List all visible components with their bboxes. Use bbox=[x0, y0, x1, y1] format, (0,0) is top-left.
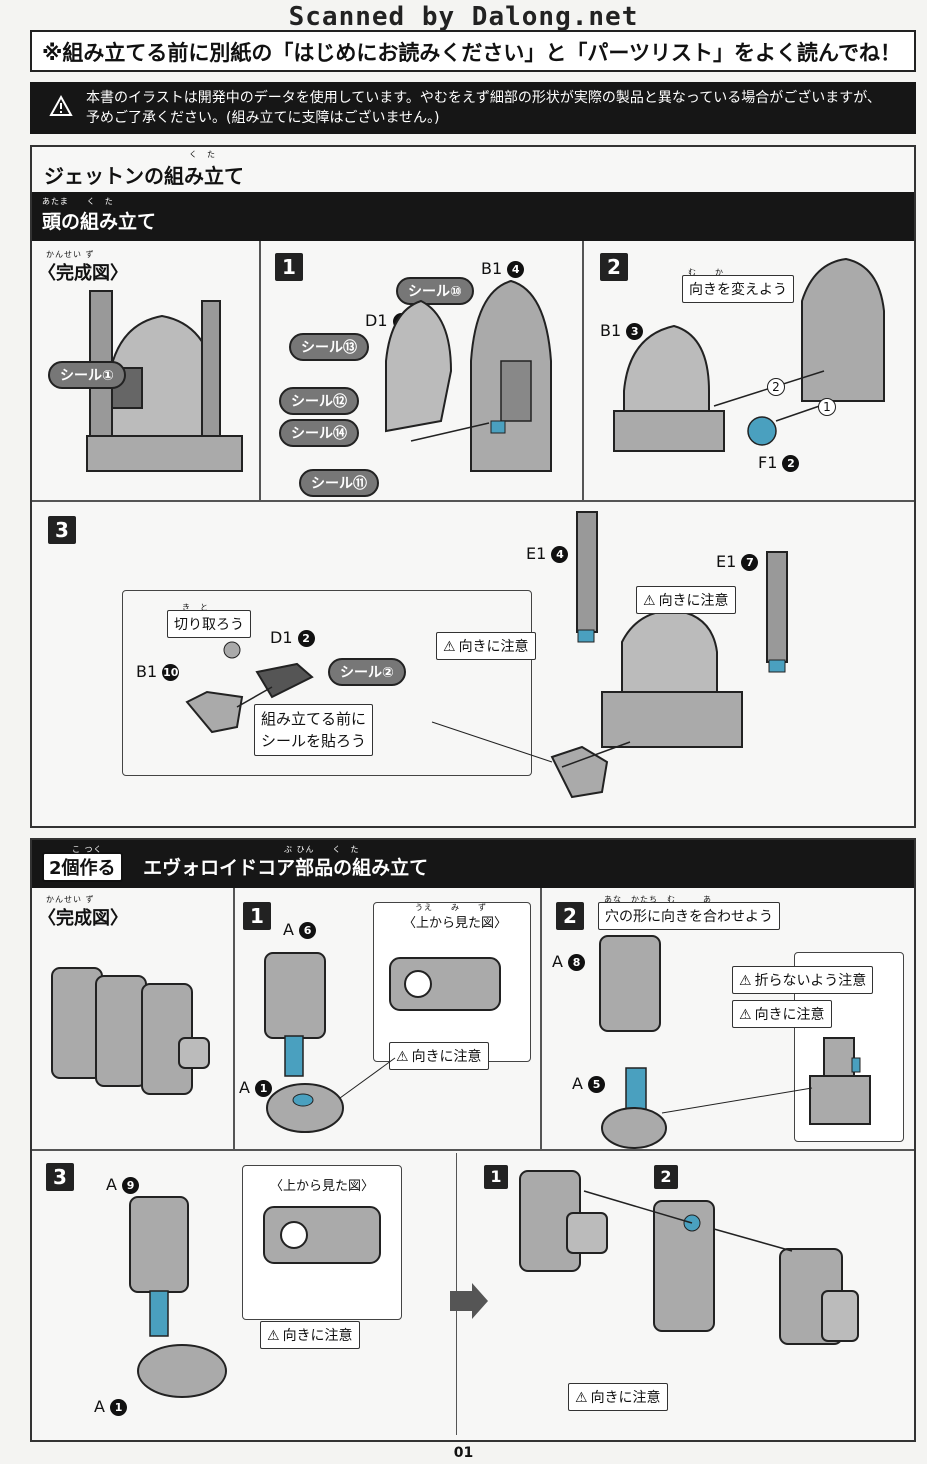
next-arrow-icon bbox=[450, 1283, 488, 1319]
completed-label: 〈完成図〉 bbox=[38, 908, 128, 929]
part-a5: A 5 bbox=[572, 1074, 606, 1093]
step-number: 2 bbox=[556, 902, 584, 930]
top-view-label: 〈上から見た図〉 bbox=[403, 916, 508, 931]
part-a9: A 9 bbox=[106, 1175, 140, 1194]
caution-orientation: 向きに注意 bbox=[260, 1321, 360, 1349]
cut-note: 切り取ろう bbox=[167, 610, 251, 638]
section-title: ジェットンの組み立て bbox=[44, 164, 244, 188]
section2-title-ruby: ぶ ひん く た bbox=[284, 845, 360, 854]
step3-detail-box bbox=[122, 590, 532, 776]
part-e1-a: E1 4 bbox=[526, 544, 569, 563]
step2-core-illustration bbox=[599, 935, 871, 1149]
badge-ruby: こ つく bbox=[72, 845, 103, 854]
part-b1: B1 10 bbox=[136, 662, 180, 681]
caution-orientation: 向きに注意 bbox=[389, 1042, 489, 1070]
seal-14-label: シール⑭ bbox=[279, 419, 359, 447]
cut-ruby: き と bbox=[182, 603, 209, 612]
seal-2-label: シール② bbox=[328, 658, 406, 686]
part-b1: B1 4 bbox=[481, 259, 525, 278]
notice-banner: ※組み立てる前に別紙の「はじめにお読みください」と「パーツリスト」をよく読んでね… bbox=[30, 30, 916, 72]
step2-panel: 2 む か 向きを変えよう B1 3 F1 2 2 1 bbox=[583, 241, 914, 501]
step1-core-illustration bbox=[264, 952, 501, 1133]
top-view-ruby: うえ み ず bbox=[415, 903, 487, 912]
warning-line-2: 予めご了承ください。(組み立てに支障はございません。) bbox=[86, 110, 440, 126]
caution-orientation-a: 向きに注意 bbox=[436, 632, 536, 660]
seal-10-label: シール⑩ bbox=[396, 277, 474, 305]
watermark: Scanned by Dalong.net bbox=[288, 2, 639, 32]
step-number: 1 bbox=[275, 253, 303, 281]
step2-panel-2: 2 あな かたち む あ 穴の形に向きを合わせよう A 8 A 5 折らないよう… bbox=[541, 888, 914, 1150]
sub-title-ruby: あたま く た bbox=[42, 197, 114, 206]
step3-illustration bbox=[185, 511, 788, 799]
substep-2: 2 bbox=[654, 1165, 678, 1189]
step-number: 2 bbox=[600, 253, 628, 281]
caution-no-fold: 折らないよう注意 bbox=[732, 966, 874, 994]
seal-before-note: 組み立てる前に シールを貼ろう bbox=[254, 704, 374, 756]
hole-align-note: 穴の形に向きを合わせよう bbox=[598, 902, 780, 930]
step-number: 3 bbox=[46, 1163, 74, 1191]
caution-orientation-b: 向きに注意 bbox=[636, 586, 736, 614]
part-a6: A 6 bbox=[283, 920, 317, 939]
seal-12-label: シール⑫ bbox=[279, 387, 359, 415]
caution-orientation: 向きに注意 bbox=[732, 1000, 832, 1028]
warning-icon bbox=[49, 94, 73, 116]
step2-illustration bbox=[613, 257, 885, 452]
step-number: 3 bbox=[48, 516, 76, 544]
sub-title-bar: あたま く た 頭の組み立て bbox=[32, 192, 914, 241]
part-f1: F1 2 bbox=[758, 453, 800, 472]
part-a1: A 1 bbox=[94, 1397, 128, 1416]
part-d1: D1 2 bbox=[270, 628, 315, 647]
top-view-label: 〈上から見た図〉 bbox=[270, 1179, 375, 1194]
warning-banner: 本書のイラストは開発中のデータを使用しています。やむをえず細部の形状が実際の製品… bbox=[30, 82, 916, 134]
page-number: 01 bbox=[453, 1445, 474, 1461]
part-b1: B1 3 bbox=[600, 321, 644, 340]
make-two-badge: 2個作る bbox=[42, 852, 123, 882]
caution-orientation-2: 向きに注意 bbox=[568, 1383, 668, 1411]
completed-panel-2: かんせい ず 〈完成図〉 bbox=[32, 888, 234, 1150]
section-evoroid-core: こ つく 2個作る ぶ ひん く た エヴォロイドコア部品の組み立て かんせい … bbox=[30, 838, 916, 1442]
hole-note-ruby: あな かたち む あ bbox=[604, 895, 712, 904]
completed-ruby: かんせい ず bbox=[46, 895, 95, 904]
step1-panel-2: 1 A 6 A 1 うえ み ず 〈上から見た図〉 向きに注意 bbox=[234, 888, 541, 1150]
order-2-marker: 2 bbox=[767, 378, 785, 396]
section2-title-bar: こ つく 2個作る ぶ ひん く た エヴォロイドコア部品の組み立て bbox=[32, 840, 914, 888]
section-title-ruby: く た bbox=[189, 150, 216, 159]
rotate-note: 向きを変えよう bbox=[682, 275, 794, 303]
seal-1-label: シール① bbox=[48, 361, 126, 389]
step1-panel: 1 シール⑩ シール⑬ シール⑫ シール⑭ シール⑪ D1 1 B1 4 bbox=[260, 241, 583, 501]
section-title-block: く た ジェットンの組み立て bbox=[44, 149, 444, 195]
completed-label: 〈完成図〉 bbox=[38, 263, 128, 284]
part-a1: A 1 bbox=[239, 1078, 273, 1097]
completed-ruby: かんせい ず bbox=[46, 250, 95, 259]
step1-illustration bbox=[385, 279, 552, 472]
step2-note-ruby: む か bbox=[688, 268, 724, 277]
step-number: 1 bbox=[243, 902, 271, 930]
part-a8: A 8 bbox=[552, 952, 586, 971]
sub-title: 頭の組み立て bbox=[42, 211, 157, 233]
substep-1: 1 bbox=[484, 1165, 508, 1189]
order-1-marker: 1 bbox=[818, 398, 836, 416]
section-jetton: く た ジェットンの組み立て あたま く た 頭の組み立て かんせい ず 〈完成… bbox=[30, 145, 916, 828]
part-e1-b: E1 7 bbox=[716, 552, 759, 571]
seal-11-label: シール⑪ bbox=[299, 469, 379, 497]
core-completed-illustration bbox=[51, 967, 210, 1095]
head-completed-illustration bbox=[86, 290, 243, 472]
seal-13-label: シール⑬ bbox=[289, 333, 369, 361]
step3-panel-2: 3 A 9 A 1 〈上から見た図〉 向きに注意 1 2 向きに注意 bbox=[32, 1150, 914, 1440]
step3-core-illustration bbox=[129, 1170, 859, 1398]
completed-panel: かんせい ず 〈完成図〉 シール① bbox=[32, 241, 260, 501]
section2-title: エヴォロイドコア部品の組み立て bbox=[143, 857, 429, 879]
warning-line-1: 本書のイラストは開発中のデータを使用しています。やむをえず細部の形状が実際の製品… bbox=[86, 90, 881, 106]
step3-panel: 3 き と 切り取ろう D1 2 シール② B1 10 組み立てる前に シールを… bbox=[32, 501, 914, 826]
